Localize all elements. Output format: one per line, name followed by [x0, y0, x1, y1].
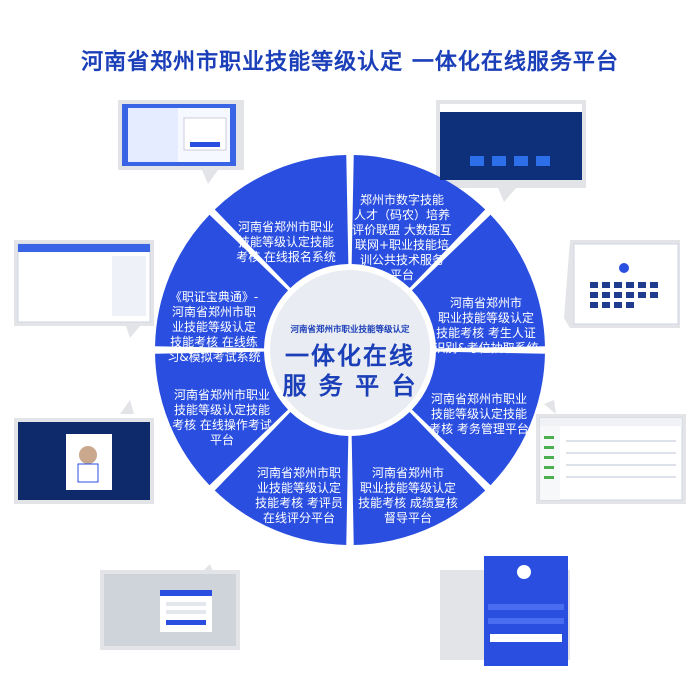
segment-scoring[interactable] — [214, 411, 349, 545]
thumb-bigdata-screen — [440, 104, 582, 180]
segment-review-label[interactable]: 河南省郑州市职业技能等级认定技能考核 成绩复核督导平台 — [358, 466, 458, 525]
segment-practice[interactable] — [155, 214, 289, 349]
center-title: 一体化在线 服 务 平 台 — [265, 341, 435, 401]
segment-practice-label[interactable]: 《职证宝典通》-河南省郑州市职业技能等级认定技能考核 在线练习&模拟考试系统 — [167, 290, 261, 364]
thumb-review-screen — [484, 556, 568, 666]
segment-review[interactable] — [351, 411, 486, 545]
thumb-identity-screen — [573, 243, 679, 325]
segment-enroll[interactable] — [351, 155, 486, 289]
segment-operation[interactable] — [155, 351, 289, 486]
thumb-exam-manage-screen — [539, 417, 683, 501]
segment-enroll-label[interactable]: 郑州市数字技能人才（码农）培养评价联盟 大数据互联网+职业技能培训公共技术服务平… — [352, 193, 452, 282]
thumb-signup-screen — [122, 104, 236, 166]
thumb-practice-screen — [17, 243, 151, 323]
segment-exam-manage[interactable] — [411, 351, 545, 486]
segment-signup[interactable] — [214, 155, 349, 289]
center-title-line1: 一体化在线 — [285, 342, 415, 370]
segment-signup-label[interactable]: 河南省郑州市职业技能等级认定技能考核 在线报名系统 — [236, 220, 336, 264]
page-title: 河南省郑州市职业技能等级认定 一体化在线服务平台 — [81, 50, 619, 75]
thumb-scoring-screen — [104, 574, 236, 646]
segment-operation-label[interactable]: 河南省郑州市职业技能等级认定技能考核 在线操作考试平台 — [172, 388, 272, 447]
thumb-operation-screen — [18, 422, 150, 500]
center-subtitle: 河南省郑州市职业技能等级认定 — [290, 325, 410, 335]
segment-ring — [155, 155, 545, 545]
segment-identity[interactable] — [411, 214, 545, 349]
segment-scoring-label[interactable]: 河南省郑州市职业技能等级认定技能考核 考评员在线评分平台 — [255, 466, 343, 525]
center-title-line2: 服 务 平 台 — [282, 372, 418, 400]
segment-identity-label[interactable]: 河南省郑州市职业技能等级认定技能考核 考生人证识别&考位抽取系统 — [433, 296, 539, 355]
segment-exam-manage-label[interactable]: 河南省郑州市职业技能等级认定技能考核 考务管理平台 — [429, 392, 529, 436]
center-disc — [266, 266, 434, 434]
